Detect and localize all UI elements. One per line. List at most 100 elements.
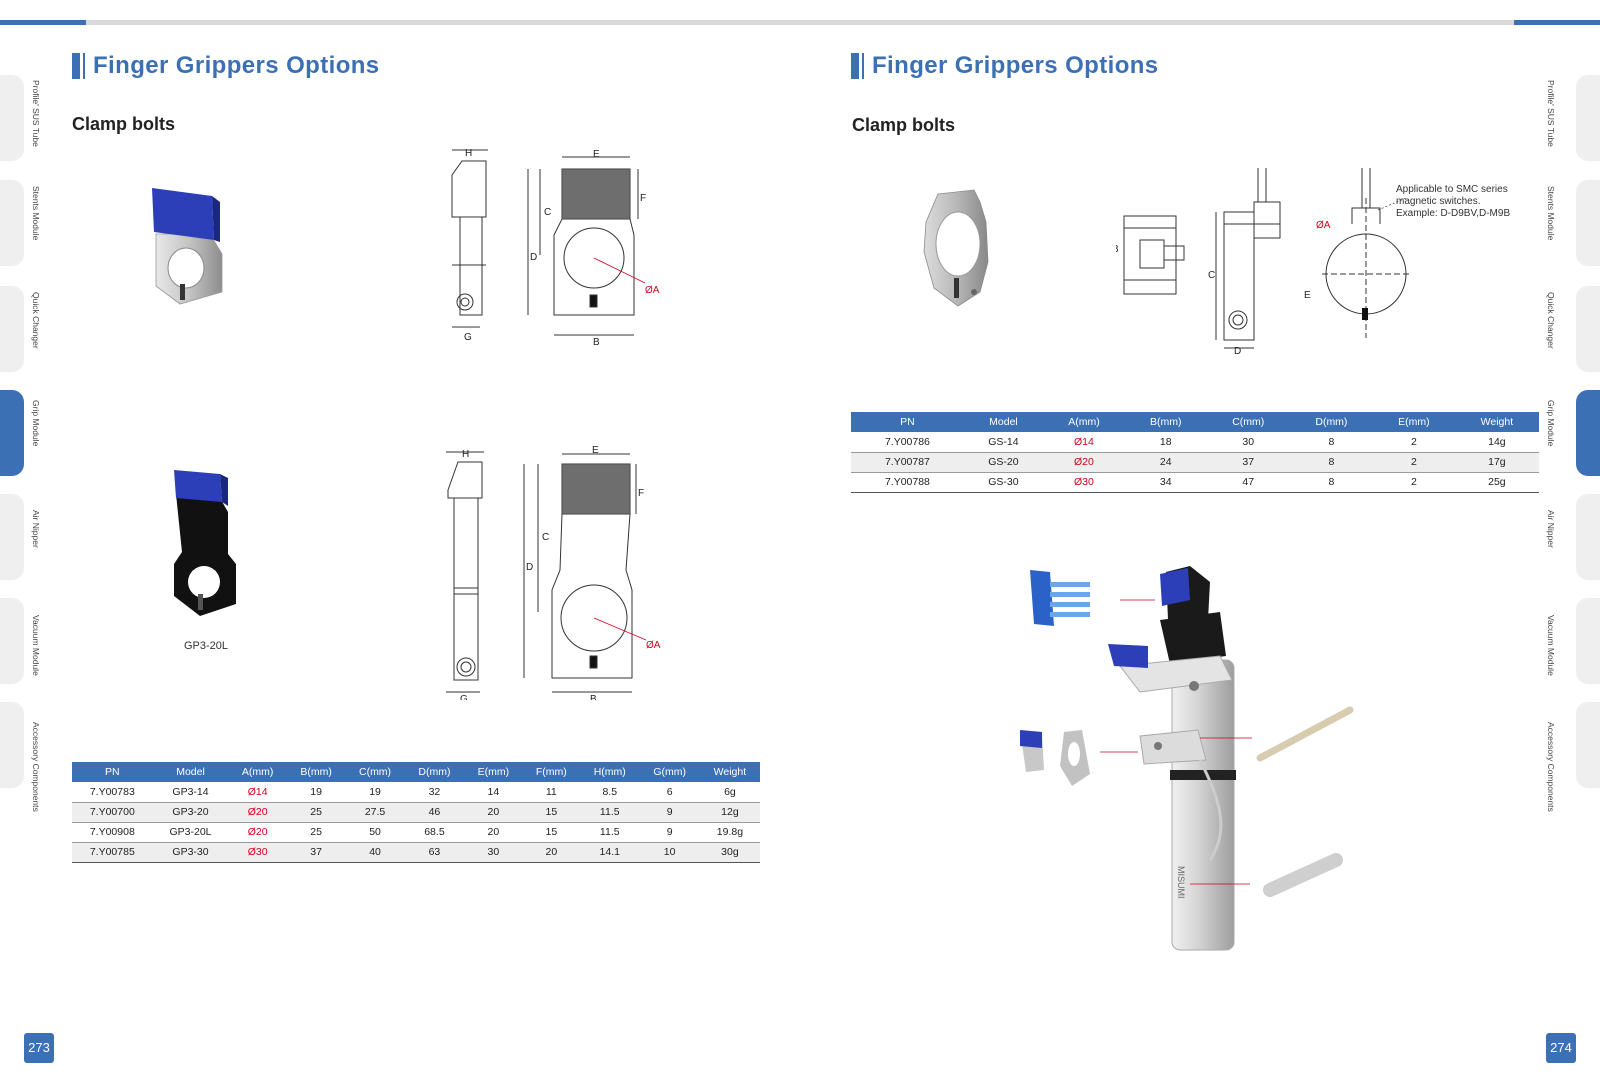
- table-cell: 47: [1206, 472, 1290, 493]
- page-title: Finger Grippers Options: [72, 52, 380, 80]
- table-cell: 40: [345, 842, 405, 863]
- side-tab-stents-module[interactable]: [1576, 180, 1600, 266]
- table-cell: 17g: [1454, 452, 1539, 473]
- section-subtitle: Clamp bolts: [852, 115, 956, 135]
- table-header-cell: F(mm): [522, 762, 581, 782]
- dim-label: H: [465, 148, 472, 159]
- page-number: 274: [1546, 1033, 1576, 1063]
- side-tab-label: Grip Module: [31, 400, 41, 447]
- table-cell: 14.1: [580, 842, 640, 863]
- side-tab-profile-sus-tube[interactable]: [1576, 75, 1600, 161]
- page-number: 273: [24, 1033, 54, 1063]
- table-header-cell: Model: [963, 412, 1044, 432]
- table-cell: 14: [464, 782, 523, 803]
- table-cell: 11.5: [580, 822, 640, 843]
- dim-label: C: [1208, 270, 1215, 281]
- table-cell: GP3-30: [152, 842, 229, 863]
- table-header-cell: Weight: [699, 762, 760, 782]
- table-cell: 20: [522, 842, 581, 863]
- title-marker: [862, 53, 864, 79]
- table-cell: 8: [1289, 432, 1373, 453]
- table-cell: GS-30: [963, 472, 1044, 493]
- table-cell: Ø20: [1043, 452, 1125, 473]
- side-tab-air-nipper[interactable]: [1576, 494, 1600, 580]
- dim-label: ØA: [645, 285, 660, 296]
- top-rule: [0, 20, 1600, 25]
- table-header-cell: G(mm): [639, 762, 700, 782]
- dim-label: D: [530, 252, 537, 263]
- table-header-cell: E(mm): [464, 762, 523, 782]
- table-cell: Ø14: [228, 782, 287, 803]
- table-cell: 19.8g: [699, 822, 760, 843]
- table-header-cell: D(mm): [404, 762, 465, 782]
- dim-label: E: [1304, 290, 1311, 301]
- note-line: magnetic switches.: [1396, 196, 1481, 207]
- table-cell: GP3-14: [152, 782, 229, 803]
- table-cell: 63: [404, 842, 465, 863]
- table-cell: 15: [522, 802, 581, 823]
- table-cell: 9: [639, 802, 700, 823]
- table-cell: 46: [404, 802, 465, 823]
- table-header-cell: E(mm): [1372, 412, 1455, 432]
- table-cell: 18: [1124, 432, 1207, 453]
- side-tab-accessory-components[interactable]: [1576, 702, 1600, 788]
- side-tab-quick-changer[interactable]: [1576, 286, 1600, 372]
- dim-label: F: [638, 488, 644, 499]
- table-header-cell: C(mm): [345, 762, 405, 782]
- product-photo-gp3: [152, 188, 223, 305]
- table-cell: 7.Y00700: [72, 802, 153, 823]
- dim-label: C: [542, 532, 549, 543]
- dim-label: B: [1116, 244, 1119, 255]
- dimension-drawing-gs: B C D E ØA: [1116, 168, 1410, 357]
- side-tab-label: Quick Changer: [1546, 292, 1556, 349]
- dim-label: D: [1234, 346, 1241, 357]
- dim-label: E: [593, 149, 600, 160]
- table-cell: GS-14: [963, 432, 1044, 453]
- table-cell: Ø20: [228, 802, 287, 823]
- table-cell: 8: [1289, 472, 1373, 493]
- side-tab-vacuum-module[interactable]: [0, 598, 24, 684]
- side-tab-label: Accessory Components: [1546, 722, 1556, 812]
- table-cell: 11: [522, 782, 581, 803]
- table-cell: 19: [286, 782, 346, 803]
- table-cell: 11.5: [580, 802, 640, 823]
- table-cell: Ø30: [1043, 472, 1125, 493]
- dim-label: B: [590, 694, 597, 700]
- title-marker: [851, 53, 859, 79]
- side-tab-grip-module[interactable]: [1576, 390, 1600, 476]
- table-header-cell: PN: [851, 412, 964, 432]
- table-cell: 68.5: [404, 822, 465, 843]
- dim-label: G: [464, 332, 472, 343]
- table-cell: 7.Y00786: [851, 432, 964, 453]
- side-tab-quick-changer[interactable]: [0, 286, 24, 372]
- side-tab-grip-module[interactable]: [0, 390, 24, 476]
- side-tab-vacuum-module[interactable]: [1576, 598, 1600, 684]
- table-cell: GP3-20: [152, 802, 229, 823]
- side-tab-label: Quick Changer: [31, 292, 41, 349]
- dim-label: G: [460, 694, 468, 700]
- side-tab-label: Profile' SUS Tube: [31, 80, 41, 147]
- table-cell: 32: [404, 782, 465, 803]
- finger-part: [1030, 570, 1090, 626]
- table-header-cell: D(mm): [1289, 412, 1373, 432]
- page-title-text: Finger Grippers Options: [93, 52, 380, 79]
- table-cell: 37: [1206, 452, 1290, 473]
- side-tab-label: Vacuum Module: [1546, 615, 1556, 676]
- table-cell: 20: [464, 802, 523, 823]
- table-header-cell: A(mm): [1043, 412, 1125, 432]
- table-cell: 14g: [1454, 432, 1539, 453]
- side-tab-stents-module[interactable]: [0, 180, 24, 266]
- side-tab-air-nipper[interactable]: [0, 494, 24, 580]
- compatibility-note: Applicable to SMC series magnetic switch…: [1396, 184, 1546, 220]
- table-cell: GP3-20L: [152, 822, 229, 843]
- side-tab-label: Vacuum Module: [31, 615, 41, 676]
- side-tab-accessory-components[interactable]: [0, 702, 24, 788]
- side-tab-profile-sus-tube[interactable]: [0, 75, 24, 161]
